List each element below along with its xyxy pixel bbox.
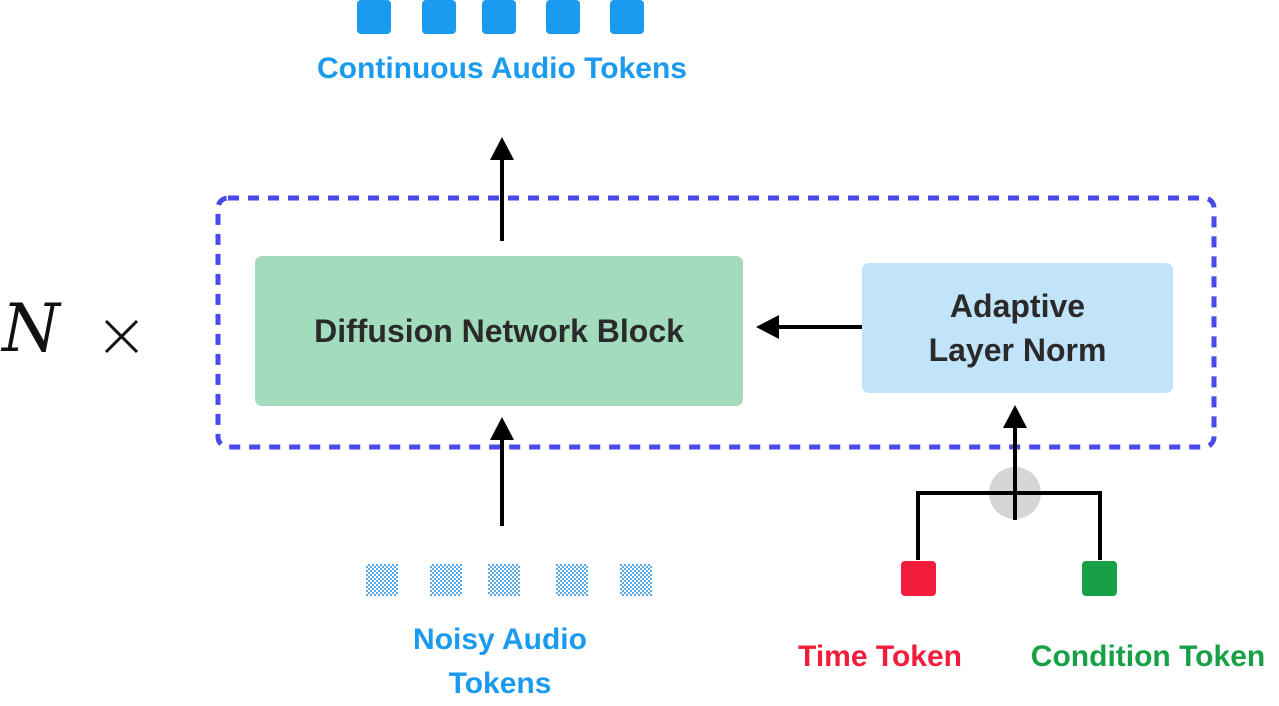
- output-tokens: [357, 0, 644, 34]
- output-token: [482, 0, 516, 34]
- adaptive-layer-norm-label: Adaptive Layer Norm: [928, 288, 1107, 368]
- noisy-token: [488, 564, 520, 596]
- time-token-label: Time Token: [798, 640, 962, 673]
- repeat-count-symbol: N: [2, 290, 60, 367]
- noisy-token: [366, 564, 398, 596]
- diffusion-network-block-label: Diffusion Network Block: [314, 312, 684, 349]
- adaptive-layer-norm-block: Adaptive Layer Norm: [862, 263, 1173, 393]
- output-token: [610, 0, 644, 34]
- combine-lines: [916, 405, 1102, 560]
- output-token: [422, 0, 456, 34]
- output-token: [357, 0, 391, 34]
- condition-token-label: Condition Token: [1030, 640, 1266, 673]
- time-token: [901, 561, 936, 596]
- arrow-adaptive-to-block: [756, 315, 862, 339]
- noisy-token: [430, 564, 462, 596]
- condition-token: [1082, 561, 1117, 596]
- noisy-tokens: [366, 564, 652, 596]
- output-tokens-label: Continuous Audio Tokens: [317, 52, 687, 85]
- diffusion-network-block: Diffusion Network Block: [255, 256, 743, 406]
- noisy-token: [620, 564, 652, 596]
- repeat-block-border: [215, 195, 1217, 450]
- output-token: [546, 0, 580, 34]
- times-symbol: [104, 319, 139, 354]
- noisy-token: [556, 564, 588, 596]
- arrow-to-output: [490, 137, 514, 241]
- arrow-from-noisy: [490, 417, 514, 526]
- noisy-tokens-label: Noisy Audio Tokens: [413, 623, 587, 700]
